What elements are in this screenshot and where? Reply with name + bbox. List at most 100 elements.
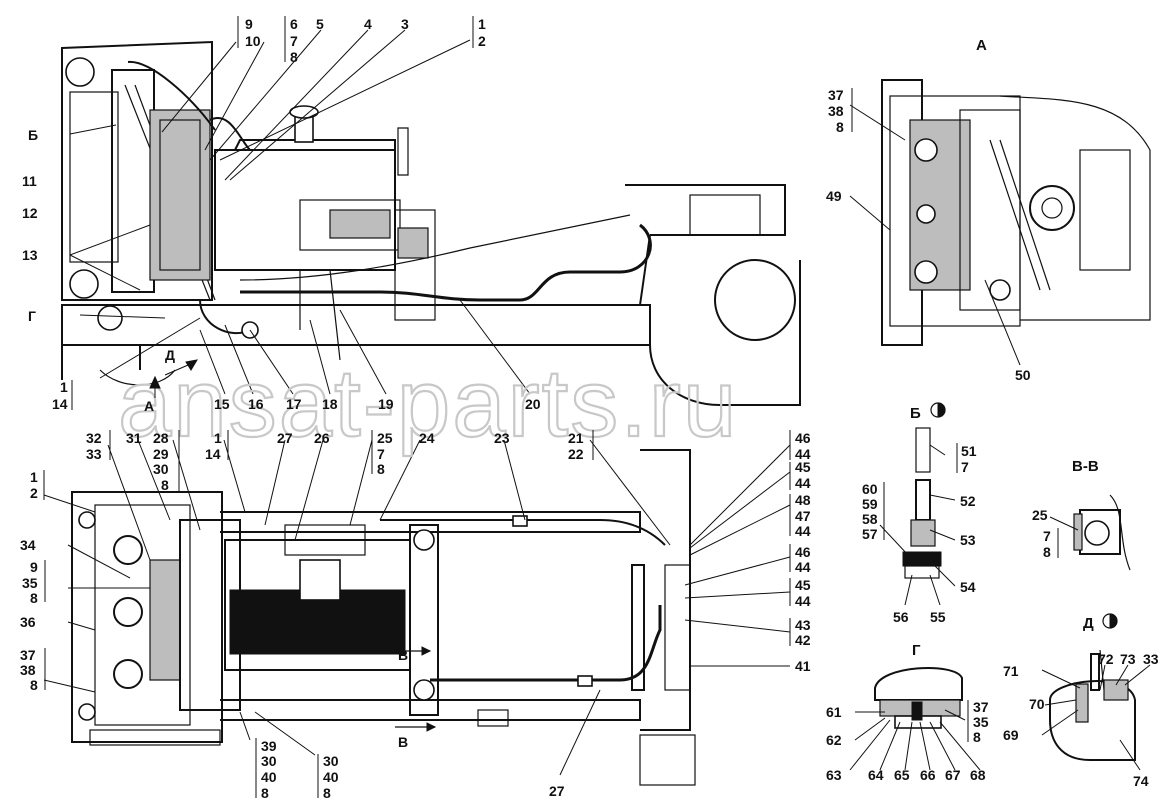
callout-40-bottom-b: 40	[323, 769, 339, 785]
view-a-drawing	[881, 79, 1151, 346]
callout-55: 55	[930, 609, 946, 625]
view-d-title: Д	[1083, 615, 1094, 632]
callout-58: 58	[862, 511, 878, 527]
callout-8-vv: 8	[1043, 544, 1051, 560]
callout-56: 56	[893, 609, 909, 625]
section-v-arrow-mid-icon	[421, 646, 432, 656]
callout-8-bottom: 8	[261, 785, 269, 801]
callout-72: 72	[1098, 651, 1114, 667]
callout-27-bottom: 27	[549, 783, 565, 799]
callout-25-top: 25	[377, 430, 393, 446]
callout-43: 43	[795, 617, 811, 633]
callout-37-left: 37	[20, 647, 36, 663]
callout-45-a: 45	[795, 459, 811, 475]
callout-47: 47	[795, 508, 811, 524]
callout-42: 42	[795, 632, 811, 648]
plan-view-drawing	[71, 449, 696, 786]
callout-73: 73	[1120, 651, 1136, 667]
callout-74: 74	[1133, 773, 1149, 789]
callout-8-a: 8	[836, 119, 844, 135]
callout-30-top: 30	[153, 461, 169, 477]
callout-1-mid: 1	[214, 430, 222, 446]
callout-49: 49	[826, 188, 842, 204]
view-a-title: А	[976, 37, 987, 54]
callout-16: 16	[248, 396, 264, 412]
callout-26: 26	[314, 430, 330, 446]
detail-vv-drawing	[1073, 494, 1131, 571]
callout-5: 5	[316, 16, 324, 32]
callout-39: 39	[261, 738, 277, 754]
watermark-text: ansat-parts.ru	[118, 350, 738, 457]
callout-1-left: 1	[30, 469, 38, 485]
callout-10: 10	[245, 33, 261, 49]
callout-44-c: 44	[795, 523, 811, 539]
callout-48: 48	[795, 492, 811, 508]
callout-14-mid: 14	[205, 446, 221, 462]
detail-g-drawing	[874, 667, 963, 729]
callout-38-a: 38	[828, 103, 844, 119]
callout-8-top: 8	[161, 477, 169, 493]
callout-61: 61	[826, 704, 842, 720]
callout-12: 12	[22, 205, 38, 221]
callout-3: 3	[401, 16, 409, 32]
callout-7: 7	[290, 33, 298, 49]
callout-35-left: 35	[22, 575, 38, 591]
callout-33-d: 33	[1143, 651, 1159, 667]
callout-9-left: 9	[30, 559, 38, 575]
callout-1-top: 1	[478, 16, 486, 32]
callout-8-g: 8	[973, 729, 981, 745]
callout-44-a: 44	[795, 446, 811, 462]
callout-28: 28	[153, 430, 169, 446]
callout-51: 51	[961, 443, 977, 459]
callout-38-left: 38	[20, 662, 36, 678]
callout-46-a: 46	[795, 430, 811, 446]
callout-8-left-b: 8	[30, 677, 38, 693]
callout-25-vv: 25	[1032, 507, 1048, 523]
callout-14-left-top: 14	[52, 396, 68, 412]
callout-64: 64	[868, 767, 884, 783]
callout-50: 50	[1015, 367, 1031, 383]
callout-30-bottom: 30	[261, 753, 277, 769]
callout-7-vv: 7	[1043, 528, 1051, 544]
callout-8: 8	[290, 49, 298, 65]
callout-2-top: 2	[478, 33, 486, 49]
callout-66: 66	[920, 767, 936, 783]
view-b-rotation-fill	[937, 402, 946, 418]
callout-31: 31	[126, 430, 142, 446]
callout-17: 17	[286, 396, 302, 412]
section-v-arrow-bottom-icon	[426, 722, 437, 732]
view-g-title: Г	[912, 642, 921, 659]
callout-7-top: 7	[377, 446, 385, 462]
view-d-arrow-icon	[185, 359, 198, 371]
callout-71: 71	[1003, 663, 1019, 679]
callout-23: 23	[494, 430, 510, 446]
view-headings: А Б В-В Г Д	[910, 37, 1118, 659]
side-view-drawing	[61, 40, 801, 406]
callout-62: 62	[826, 732, 842, 748]
view-b-title: Б	[910, 405, 921, 422]
callout-15: 15	[214, 396, 230, 412]
callout-46-b: 46	[795, 544, 811, 560]
callout-68: 68	[970, 767, 986, 783]
callout-labels: 9 10 6 7 8 5 4 3 1 2 Б 11 12 13 Г Д 1 14…	[20, 16, 1159, 801]
callout-g-marker: Г	[28, 308, 36, 324]
callout-11: 11	[22, 173, 37, 189]
callout-67: 67	[945, 767, 961, 783]
callout-70: 70	[1029, 696, 1045, 712]
callout-57: 57	[862, 526, 878, 542]
callout-18: 18	[322, 396, 338, 412]
leader-lines	[43, 29, 1151, 776]
callout-8-bottom-b: 8	[323, 785, 331, 801]
callout-20: 20	[525, 396, 541, 412]
callout-36: 36	[20, 614, 36, 630]
callout-52: 52	[960, 493, 976, 509]
callout-19: 19	[378, 396, 394, 412]
callout-7-b: 7	[961, 459, 969, 475]
callout-63: 63	[826, 767, 842, 783]
detail-d-drawing	[1049, 649, 1136, 761]
view-d-rotation-fill	[1109, 613, 1118, 629]
callout-34: 34	[20, 537, 36, 553]
view-arrows	[149, 359, 437, 732]
section-marker-v-mid: В	[398, 647, 408, 663]
callout-6: 6	[290, 16, 298, 32]
